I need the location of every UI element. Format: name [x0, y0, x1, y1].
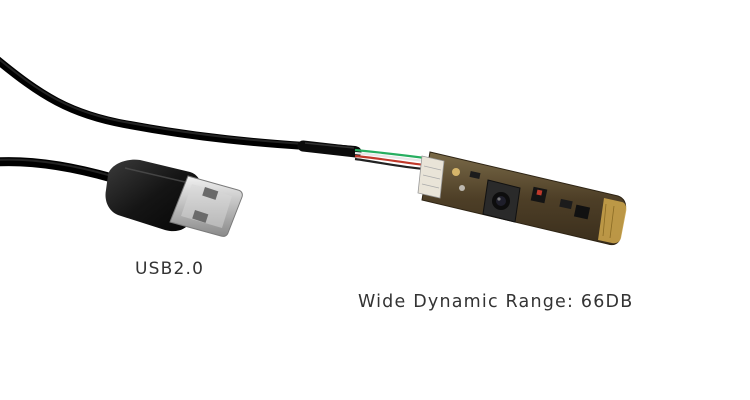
wide-dynamic-range-caption: Wide Dynamic Range: 66DB [358, 292, 634, 312]
camera-module-board-image [417, 151, 627, 246]
usb-a-connector-image [105, 159, 243, 237]
usb-version-caption: USB2.0 [135, 259, 205, 279]
exposed-wires-image [354, 148, 426, 171]
usb-cable-image [0, 56, 362, 183]
